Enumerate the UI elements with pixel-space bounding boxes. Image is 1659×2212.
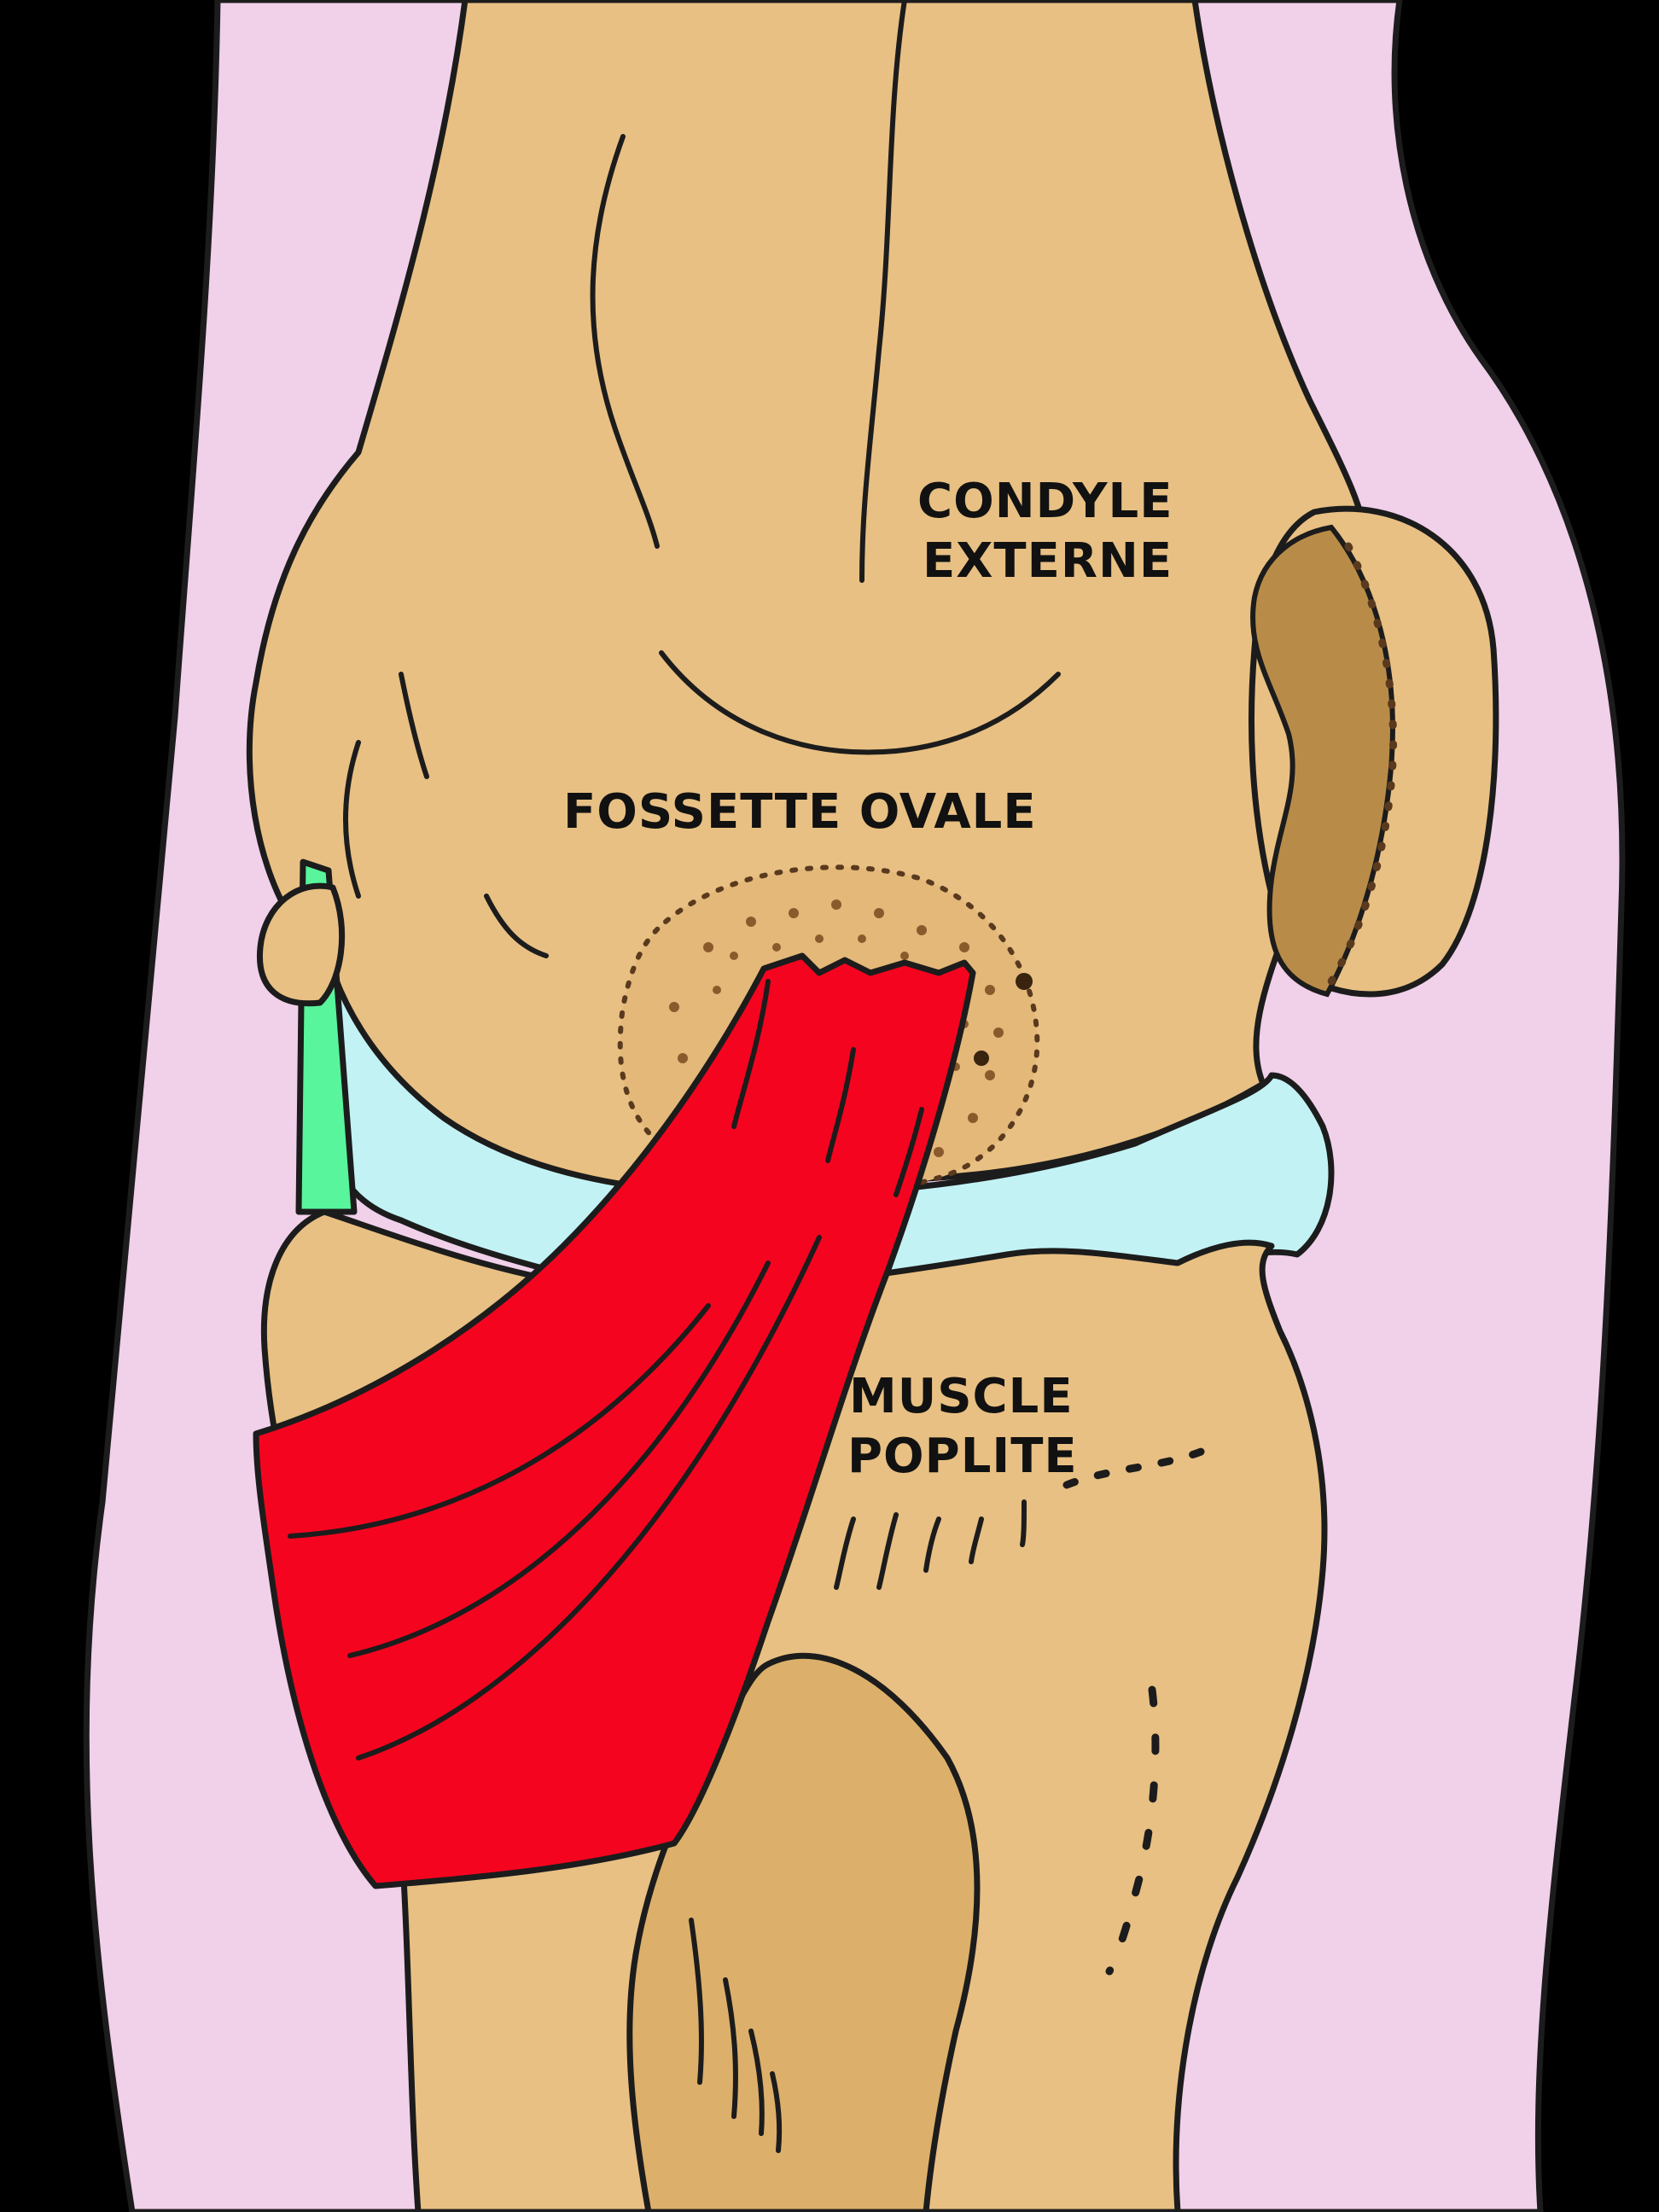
- lateral-epicondyle-line: [399, 672, 429, 779]
- muscle-fiber-4: [731, 979, 771, 1129]
- muscle-fiber-6: [894, 1107, 924, 1197]
- label-condyle-line1: CONDYLE: [917, 474, 1173, 529]
- tibia-stroke-3: [923, 1516, 941, 1573]
- tibia-stroke-2: [876, 1512, 899, 1590]
- label-muscle-line2: POPLITE: [847, 1429, 1078, 1484]
- muscle-fiber-1: [288, 1303, 711, 1539]
- patella-dotted-edge: [1327, 542, 1398, 986]
- tibia-stroke-5: [1020, 1499, 1027, 1547]
- fossette-dots: [669, 899, 1033, 1157]
- tibia-dotted-line: [1062, 1447, 1208, 1489]
- fibula-line-4: [770, 2071, 783, 2153]
- tibia-stroke-4: [969, 1516, 984, 1564]
- femur-shaft-line: [859, 0, 907, 583]
- femur-posterior-line: [343, 740, 361, 899]
- popliteus-muscle: [253, 952, 976, 1889]
- label-fossette-ovale: FOSSETTE OVALE: [563, 784, 1037, 840]
- muscle-fiber-3: [356, 1235, 822, 1761]
- femur-anterior-line: [590, 134, 660, 549]
- tibia-dotted-line-2: [1105, 1685, 1160, 1976]
- tibia-stroke-1: [834, 1516, 856, 1590]
- trochlea-line: [659, 650, 1061, 755]
- muscle-fiber-5: [825, 1047, 856, 1163]
- ligament-femoral-attachment: [256, 882, 346, 1007]
- label-muscle-line1: MUSCLE: [849, 1369, 1074, 1424]
- notch-line: [484, 894, 549, 958]
- fibula-line-3: [748, 2029, 765, 2136]
- fibula-line-1: [689, 1918, 704, 2085]
- fibula-line-2: [723, 1977, 738, 2119]
- patella-articular-surface: [1250, 524, 1395, 998]
- label-condyle-line2: EXTERNE: [923, 533, 1173, 589]
- muscle-fiber-2: [347, 1260, 771, 1658]
